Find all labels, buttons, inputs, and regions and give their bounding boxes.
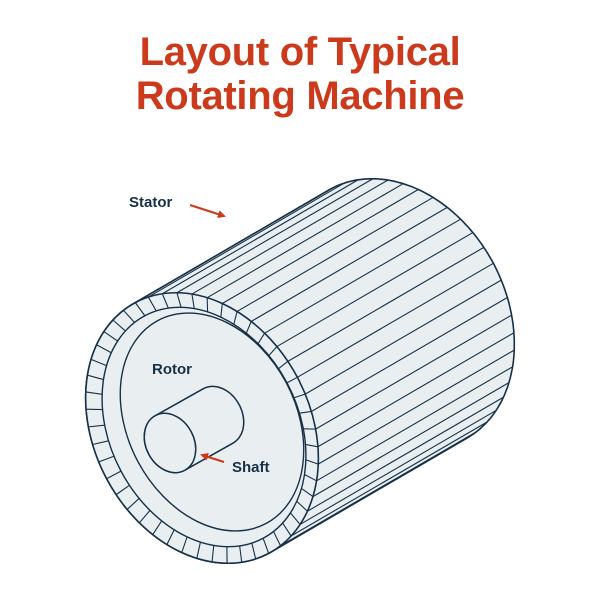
stator-slot-line	[297, 262, 494, 378]
stator-tooth-divider	[152, 520, 163, 535]
stator-tooth-divider	[196, 542, 201, 559]
stator-slot-line	[206, 183, 404, 299]
stator-slot-line	[304, 279, 502, 395]
stator-tooth-divider	[239, 545, 243, 563]
stator-tooth-divider	[272, 531, 282, 546]
stator-tooth-divider	[191, 293, 195, 309]
stator-tooth-divider	[85, 391, 103, 395]
shaft-end-face	[143, 412, 197, 474]
stator-slot-line	[236, 196, 434, 312]
stator-tooth-divider	[123, 309, 135, 323]
stator-tooth-divider	[289, 512, 301, 525]
stator-tooth-divider	[134, 302, 146, 317]
stator-tooth-divider	[211, 545, 215, 562]
stator-tooth-divider	[293, 393, 306, 399]
stator-tooth-divider	[96, 344, 112, 354]
stator-label: Stator	[129, 194, 173, 211]
stator-slot-line	[317, 349, 515, 465]
stator-tooth-divider	[112, 319, 126, 332]
stator-tooth-divider	[278, 360, 289, 370]
title-line-1: Layout of Typical	[139, 30, 461, 74]
stator-tooth-divider	[166, 529, 175, 545]
stator-tooth-divider	[90, 358, 107, 367]
stator-arrow	[189, 203, 226, 218]
stator-tooth-divider	[161, 293, 169, 309]
stator-tooth-divider	[268, 346, 278, 356]
stator-tooth-divider	[299, 410, 312, 414]
stator-tooth-divider	[305, 443, 319, 448]
stator-slot-line	[250, 206, 448, 322]
stator-slot-line	[290, 421, 488, 537]
stator-slot-line	[264, 218, 461, 334]
stator-tooth-divider	[88, 424, 105, 428]
stator-slot-line	[312, 382, 510, 498]
stator-slot-line	[148, 182, 345, 298]
stator-tooth-divider	[92, 440, 109, 446]
stator-tooth-divider	[257, 332, 266, 344]
stator-tooth-divider	[251, 542, 257, 560]
stator-slot-line	[316, 366, 513, 482]
stator-slot-line	[315, 314, 512, 430]
stator-slot-line	[276, 232, 474, 348]
stator-slot-line	[176, 178, 374, 294]
stator-slot-line	[287, 246, 485, 362]
stator-tooth-divider	[87, 374, 104, 381]
rotor-label: Rotor	[152, 361, 192, 378]
stator-slot-line	[191, 179, 389, 295]
stator-slot-line	[162, 179, 359, 295]
stator-tooth-divider	[181, 536, 188, 553]
stator-slot-line	[135, 188, 332, 304]
stator-slot-line	[311, 296, 508, 412]
stator-tooth-divider	[106, 470, 122, 480]
stator-slot-line	[299, 409, 497, 525]
shaft-arrow	[200, 453, 225, 464]
shaft-label: Shaft	[232, 459, 270, 476]
stator-tooth-divider	[301, 487, 314, 498]
stator-tooth-divider	[138, 509, 151, 524]
stator-tooth-divider	[282, 522, 292, 537]
stator-tooth-divider	[233, 311, 238, 325]
shaft	[143, 385, 245, 474]
stator-tooth-divider	[245, 321, 252, 334]
title-line-2: Rotating Machine	[135, 74, 465, 118]
stator-tooth-divider	[126, 498, 140, 510]
stator-slot-line	[280, 431, 477, 547]
stator-tooth-divider	[103, 331, 118, 342]
stator-tooth-divider	[147, 296, 157, 312]
stator-tooth-divider	[220, 303, 223, 318]
stator-tooth-divider	[304, 473, 317, 482]
stator-tooth-divider	[305, 459, 319, 465]
stator-tooth-divider	[296, 500, 308, 512]
stator-tooth-divider	[176, 292, 182, 308]
stator-tooth-divider	[98, 455, 115, 463]
stator-tooth-divider	[286, 376, 298, 384]
diagram-title: Layout of Typical Rotating Machine	[0, 30, 600, 118]
stator-slot-line	[307, 396, 504, 512]
stator-slot-line	[222, 189, 419, 304]
stator-slot-line	[317, 332, 515, 448]
stator-tooth-divider	[115, 484, 130, 496]
stator-tooth-divider	[262, 538, 270, 554]
